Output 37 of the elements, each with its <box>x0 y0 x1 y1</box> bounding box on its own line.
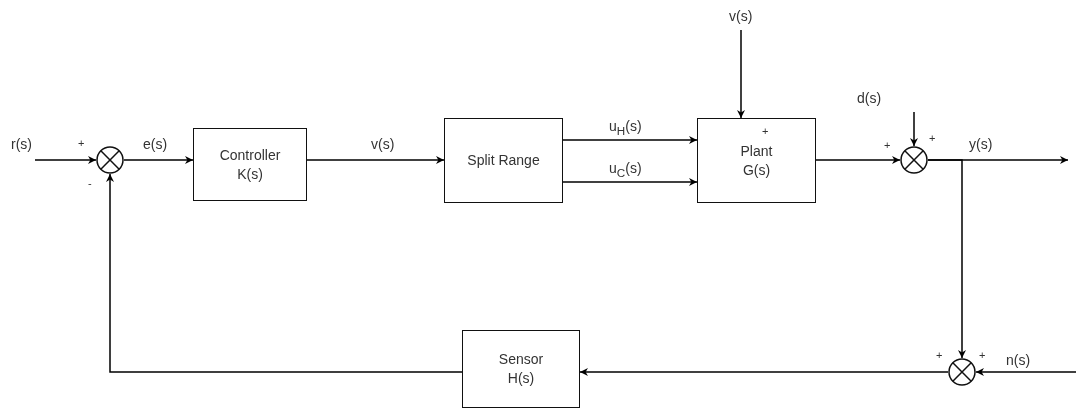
sign-label: + <box>979 350 986 361</box>
signal-label: e(s) <box>142 136 169 152</box>
summing-junction <box>900 146 928 174</box>
signal-label: y(s) <box>968 136 994 152</box>
block-box <box>697 118 816 203</box>
block-box <box>444 118 563 203</box>
arrow <box>106 173 463 373</box>
arrow <box>927 159 966 359</box>
arrow <box>910 111 918 147</box>
sign-label: + <box>762 126 769 137</box>
sign-label: + <box>884 140 891 151</box>
block-label: Split Range <box>467 151 540 170</box>
arrow <box>306 156 445 164</box>
block-label: Sensor H(s) <box>497 350 545 388</box>
arrow <box>562 178 698 186</box>
arrow <box>34 156 97 164</box>
signal-label: v(s) <box>370 136 396 152</box>
block-box <box>193 128 307 201</box>
signal-label: v(s) <box>728 8 754 24</box>
summing-junction <box>948 358 976 386</box>
sign-label: - <box>88 178 92 189</box>
signal-label: r(s) <box>10 136 33 152</box>
sign-label: + <box>936 350 943 361</box>
arrow <box>737 29 745 119</box>
block-label: Plant G(s) <box>739 141 774 180</box>
signal-label: d(s) <box>856 90 883 106</box>
arrow <box>123 156 194 164</box>
arrow <box>562 136 698 144</box>
signal-label: n(s) <box>1005 352 1032 368</box>
arrow <box>579 368 949 376</box>
sign-label: + <box>929 133 936 144</box>
block-label: Controller K(s) <box>218 145 282 184</box>
arrow <box>975 368 1076 376</box>
sign-label: + <box>78 138 85 149</box>
arrow <box>815 156 901 164</box>
block-box <box>462 330 580 408</box>
summing-junction <box>96 146 124 174</box>
